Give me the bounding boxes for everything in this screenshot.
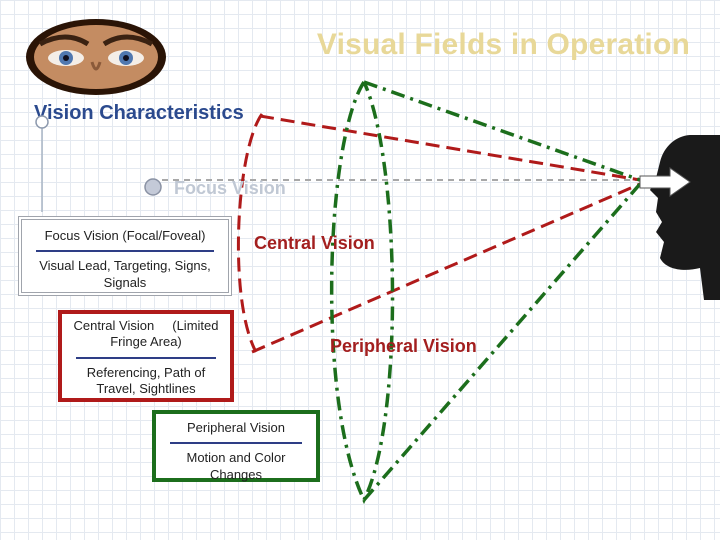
peripheral-box-divider xyxy=(170,442,302,445)
focus-box-heading: Focus Vision (Focal/Foveal) xyxy=(44,228,206,243)
focus-box-divider xyxy=(36,250,214,253)
central-box-heading: Central Vision (Limited Fringe Area) xyxy=(73,318,223,350)
central-vision-cone xyxy=(236,113,641,354)
focus-box-description: Visual Lead, Targeting, Signs, Signals xyxy=(39,258,211,290)
section-subtitle: Vision Characteristics xyxy=(34,102,244,124)
peripheral-vision-label: Peripheral Vision xyxy=(330,336,477,356)
focus-vision-label: Focus Vision xyxy=(174,178,286,198)
head-silhouette xyxy=(650,135,720,300)
eye-arrow xyxy=(639,167,691,197)
peripheral-vision-cone xyxy=(329,80,642,504)
peripheral-box-description: Motion and Color Changes xyxy=(186,450,286,482)
peripheral-vision-box: Peripheral Vision Motion and Color Chang… xyxy=(152,410,320,482)
central-box-divider xyxy=(76,356,216,359)
focus-vision-box: Focus Vision (Focal/Foveal) Visual Lead,… xyxy=(18,216,232,296)
eyes-image xyxy=(26,19,166,95)
bullet-dot xyxy=(35,115,49,129)
central-vision-label: Central Vision xyxy=(254,233,375,253)
slide-title: Visual Fields in Operation xyxy=(316,28,690,61)
peripheral-box-heading: Peripheral Vision xyxy=(186,420,286,435)
focus-bullet xyxy=(144,178,162,196)
central-vision-box: Central Vision (Limited Fringe Area) Ref… xyxy=(58,310,234,402)
central-box-description: Referencing, Path of Travel, Sightlines xyxy=(86,364,206,396)
